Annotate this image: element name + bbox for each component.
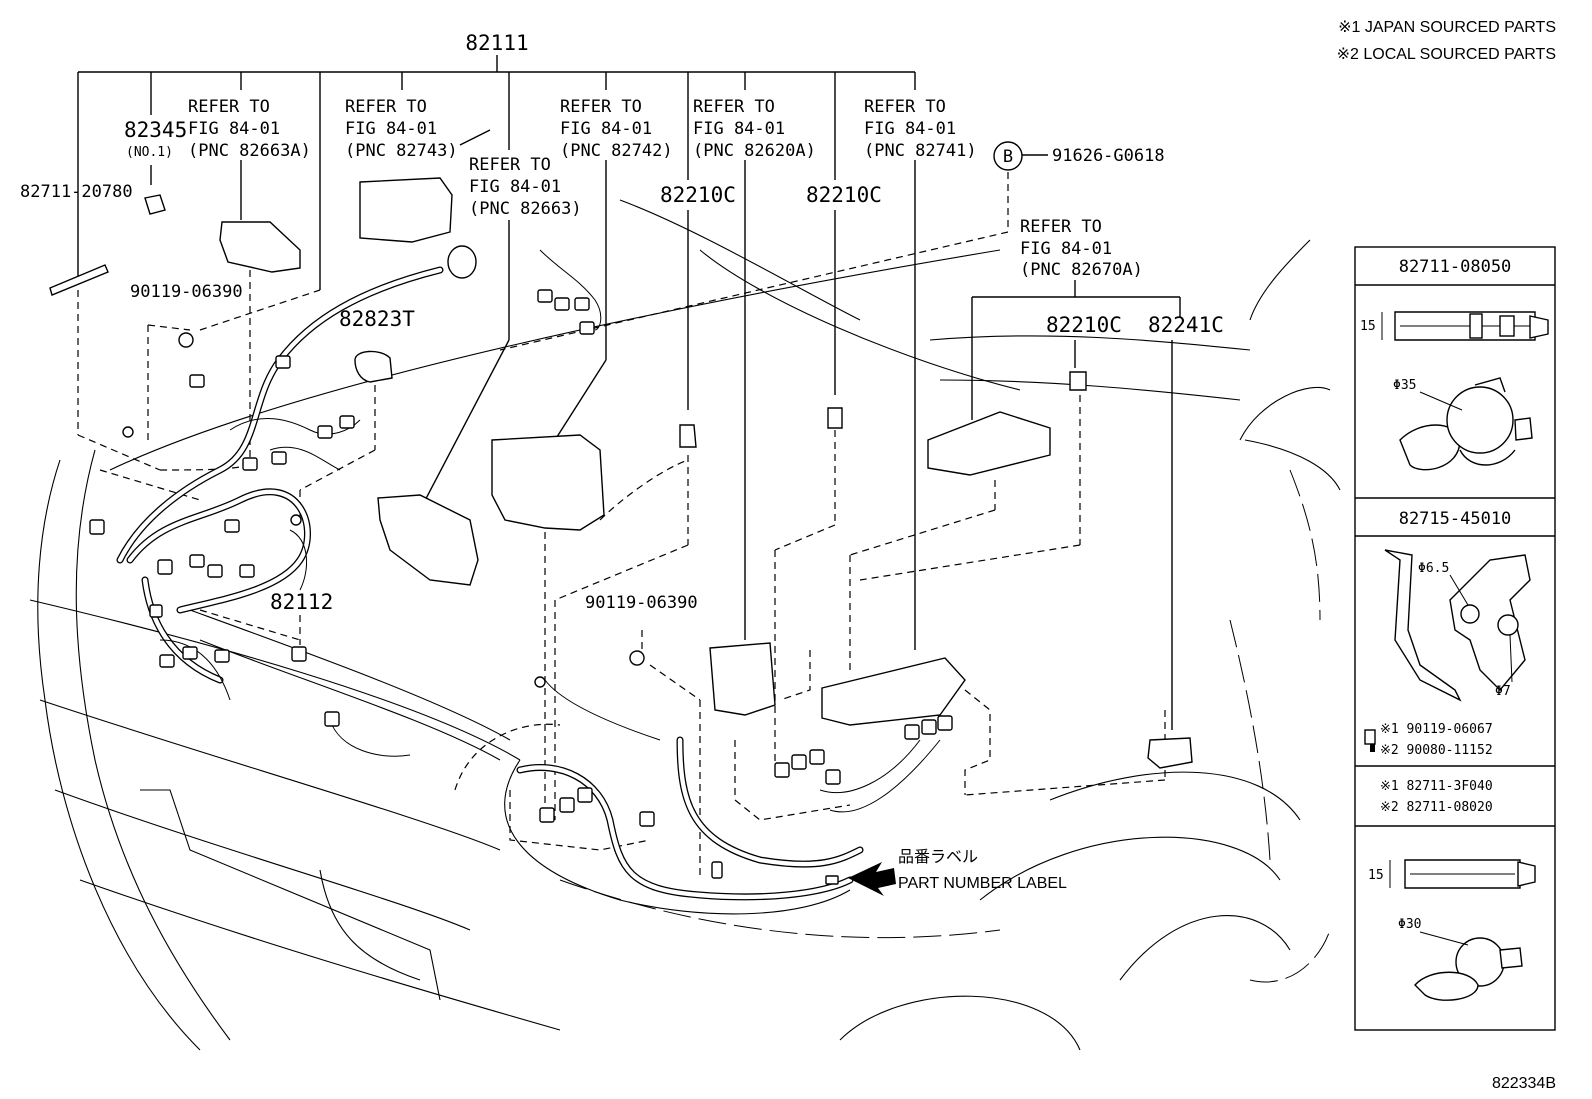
part-number-82241c: 82241C [1148,313,1224,337]
ref-82663-line3: (PNC 82663) [469,199,582,219]
diagram-labels: ※1 JAPAN SOURCED PARTS ※2 LOCAL SOURCED … [20,19,1556,1092]
ref-82620a-line3: (PNC 82620A) [693,141,816,161]
ref-82670a-line1: REFER TO [1020,217,1102,237]
ref-82663a-line3: (PNC 82663A) [188,141,311,161]
part-number-82210c-a: 82210C [660,183,736,207]
ref-82663-line2: FIG 84-01 [469,177,561,197]
ref-82620a-line1: REFER TO [693,97,775,117]
part-number-82111: 82111 [465,31,528,55]
bracket-dim-b: Φ7 [1495,684,1511,699]
ref-82743-line1: REFER TO [345,97,427,117]
part-number-82345: 82345 [124,118,187,142]
part-number-91626-g0618: 91626-G0618 [1052,146,1165,166]
part-number-label-en: PART NUMBER LABEL [898,875,1067,892]
part-number-82711-20780: 82711-20780 [20,182,133,202]
part-number-82210c-c: 82210C [1046,313,1122,337]
ref-82620a-line2: FIG 84-01 [693,119,785,139]
note-local-sourced: ※2 LOCAL SOURCED PARTS [1337,46,1556,63]
clamp1-dim-h: 15 [1360,319,1376,334]
clamp1-dim-d: Φ35 [1393,378,1416,393]
marker-b-circle [993,141,1023,171]
ref-82742-line1: REFER TO [560,97,642,117]
clamp2-title1: ※1 82711-3F040 [1380,779,1493,794]
figure-id: 822334B [1492,1075,1556,1092]
bracket-title: 82715-45010 [1399,509,1512,529]
ref-82741-line2: FIG 84-01 [864,119,956,139]
clamp1-drawing: 15 Φ35 [1360,311,1549,471]
bracket-drawing: Φ6.5 Φ7 ※1 90119-06067 ※2 90080-11152 [1364,549,1531,758]
ref-82663a-line1: REFER TO [188,97,270,117]
part-number-90119-06390-a: 90119-06390 [130,282,243,302]
clamp1-title: 82711-08050 [1399,257,1512,277]
connectors [49,177,1193,896]
part-number-90119-06390-b: 90119-06390 [585,593,698,613]
ref-82741-line1: REFER TO [864,97,946,117]
note-japan-sourced: ※1 JAPAN SOURCED PARTS [1338,19,1556,36]
bracket-dim-a: Φ6.5 [1418,561,1449,576]
bracket-bolt2: ※2 90080-11152 [1380,743,1493,758]
ref-82670a-line3: (PNC 82670A) [1020,260,1143,280]
ref-82743-line2: FIG 84-01 [345,119,437,139]
vehicle-body-outline [29,199,1341,1051]
clamp2-drawing: 15 Φ30 [1368,859,1536,1001]
ref-82663-line1: REFER TO [469,155,551,175]
ref-82742-line3: (PNC 82742) [560,141,673,161]
part-number-82345-sub: (NO.1) [126,145,173,160]
assembly-bracket-82111 [77,55,916,290]
side-detail-panels: 82711-08050 15 Φ35 82715-45010 Φ6.5 [1354,246,1556,1031]
part-number-82112: 82112 [270,590,333,614]
ref-82741-line3: (PNC 82741) [864,141,977,161]
clamp2-title2: ※2 82711-08020 [1380,800,1493,815]
ref-82670a-line2: FIG 84-01 [1020,239,1112,259]
part-number-82823t: 82823T [339,307,415,331]
bracket-bolt1: ※1 90119-06067 [1380,722,1493,737]
wire-harness [116,249,941,901]
part-number-82210c-b: 82210C [806,183,882,207]
ref-82742-line2: FIG 84-01 [560,119,652,139]
marker-b-letter: B [1003,147,1013,167]
ref-82743-line3: (PNC 82743) [345,141,458,161]
part-number-label-jp: 品番ラベル [898,847,978,866]
ref-82663a-line2: FIG 84-01 [188,119,280,139]
clamp2-dim-d: Φ30 [1398,917,1421,932]
clamp2-dim-h: 15 [1368,868,1384,883]
